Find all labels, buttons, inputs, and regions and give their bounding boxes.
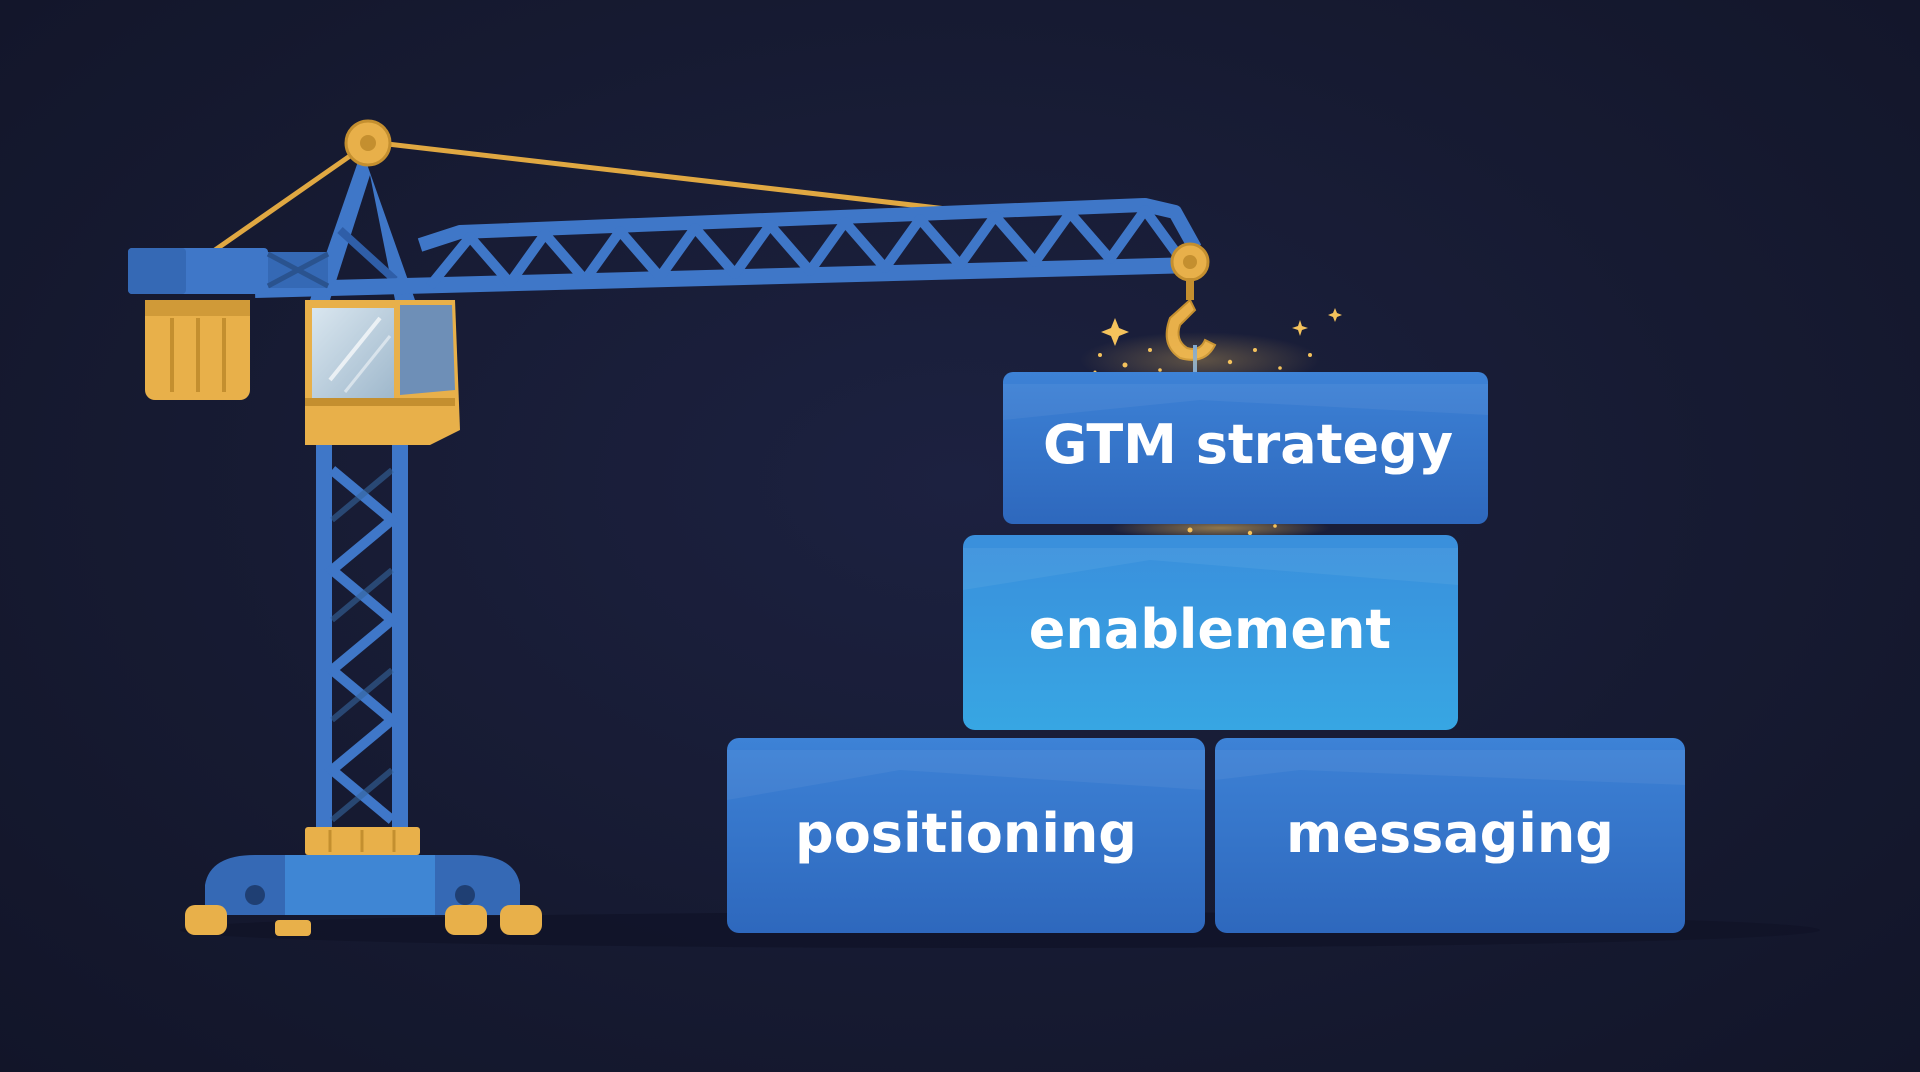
counterweight xyxy=(145,300,250,400)
block-label-enablement: enablement xyxy=(1029,598,1391,661)
block-label-messaging: messaging xyxy=(1286,802,1614,865)
operator-cab xyxy=(305,300,460,445)
block-label-positioning: positioning xyxy=(795,802,1137,865)
tower-apex xyxy=(310,150,415,300)
crane-mast xyxy=(316,445,408,835)
block-positioning: positioning xyxy=(727,738,1205,933)
block-messaging: messaging xyxy=(1215,738,1685,933)
crane-base xyxy=(185,855,542,936)
block-gtm-strategy: GTM strategy xyxy=(1003,372,1488,524)
front-cable xyxy=(369,139,956,213)
crane-jib xyxy=(254,198,1202,298)
block-label-gtm-strategy: GTM strategy xyxy=(1043,413,1453,476)
block-enablement: enablement xyxy=(963,535,1458,730)
crane-icon xyxy=(128,119,1202,936)
back-cable xyxy=(213,139,372,253)
